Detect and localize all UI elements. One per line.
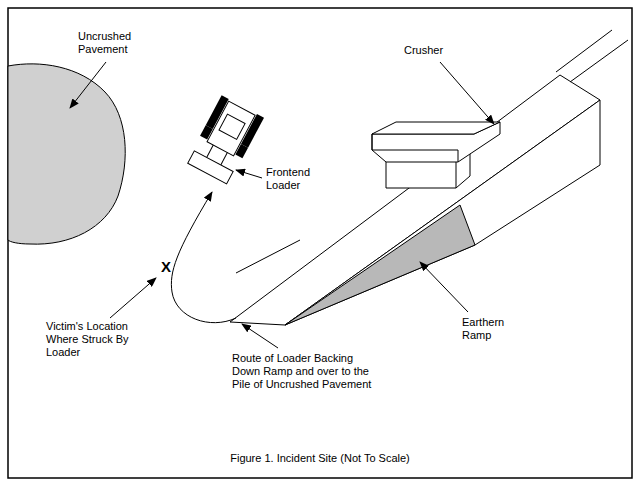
part-label: Earthern Ramp bbox=[462, 316, 522, 342]
conveyor-line bbox=[570, 40, 628, 82]
victim-mark: X bbox=[158, 258, 174, 275]
callout-label: Route of Loader Backing Down Ramp and ov… bbox=[232, 352, 384, 391]
loader-arm bbox=[207, 145, 214, 157]
crusher-top bbox=[230, 75, 600, 325]
conveyor-line bbox=[556, 30, 612, 72]
hopper-edge bbox=[458, 150, 459, 162]
leader-line bbox=[110, 278, 156, 318]
hopper-edge bbox=[372, 150, 458, 151]
leader-line bbox=[242, 324, 278, 348]
leader-line bbox=[420, 262, 468, 312]
loader-body bbox=[207, 101, 255, 156]
part-label: Frontend Loader bbox=[266, 166, 322, 192]
loader-cab bbox=[219, 114, 245, 139]
hopper-edge bbox=[372, 134, 373, 150]
leader-line bbox=[70, 62, 106, 108]
leader-line bbox=[236, 170, 262, 178]
callout-label: Victim's Location Where Struck By Loader bbox=[46, 320, 146, 359]
pavement-pile bbox=[8, 64, 125, 244]
hopper-rim bbox=[372, 122, 500, 134]
frame-border bbox=[8, 8, 632, 478]
loader-arm bbox=[221, 153, 228, 165]
part-label: Uncrushed Pavement bbox=[78, 30, 148, 56]
hopper bbox=[372, 122, 500, 162]
leader-line bbox=[440, 62, 494, 124]
hopper-edge bbox=[456, 160, 457, 188]
part-label: Crusher bbox=[404, 44, 464, 57]
belt-line bbox=[236, 240, 300, 273]
crusher-front bbox=[285, 100, 600, 325]
frontend-loader bbox=[186, 95, 264, 185]
loader-bucket bbox=[188, 151, 233, 184]
loader-route bbox=[171, 192, 236, 323]
earthen-ramp bbox=[285, 205, 475, 325]
figure-caption: Figure 1. Incident Site (Not To Scale) bbox=[120, 452, 520, 465]
